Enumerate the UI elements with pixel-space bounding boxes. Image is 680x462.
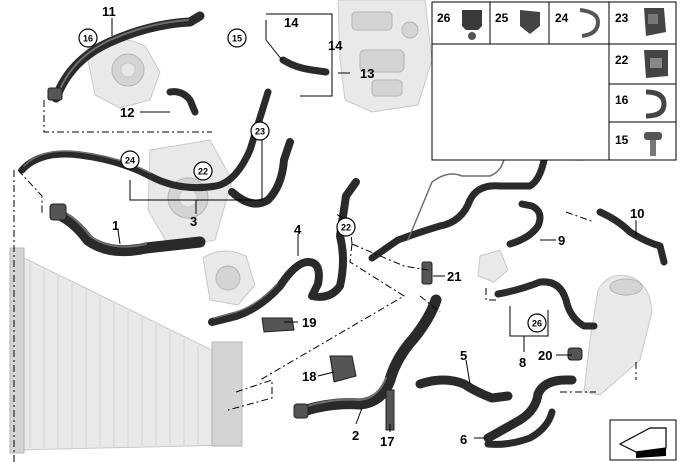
callout-4: 4: [294, 222, 302, 237]
circled-ref-24: 24: [120, 150, 140, 170]
hose-1: [49, 203, 206, 257]
svg-text:22: 22: [341, 223, 351, 233]
clamp-19: [261, 317, 295, 333]
hose-9: [506, 200, 544, 248]
circled-ref-22-middle: 22: [336, 217, 356, 237]
hose-6: [483, 375, 577, 448]
hose-13: [279, 56, 330, 76]
legend-panel: 26 25 24 23 22 16 15: [431, 1, 677, 161]
electric-coolant-pump: [202, 250, 256, 306]
hose-5: [415, 375, 513, 403]
svg-text:22: 22: [615, 53, 629, 67]
legend-item-15: 15: [615, 132, 662, 156]
svg-text:15: 15: [232, 34, 242, 44]
bracket-18: [329, 355, 357, 383]
legend-item-22: 22: [615, 50, 668, 78]
svg-text:25: 25: [495, 11, 509, 25]
hose-12: [166, 88, 199, 116]
callout-9: 9: [558, 233, 565, 248]
callout-3: 3: [190, 214, 197, 229]
svg-text:24: 24: [125, 156, 135, 166]
callout-18: 18: [302, 369, 316, 384]
connector-20: [567, 347, 583, 361]
sensor-21: [421, 261, 433, 285]
svg-text:16: 16: [615, 93, 629, 107]
callout-11: 11: [102, 4, 116, 19]
circled-ref-23: 23: [250, 121, 270, 141]
callout-14a: 14: [284, 15, 299, 30]
svg-text:15: 15: [615, 133, 629, 147]
auxiliary-pump-lower: [477, 249, 509, 283]
hose-11: [47, 11, 205, 103]
hose-4: [208, 178, 360, 326]
thermostat-housing: [147, 139, 233, 249]
callout-21: 21: [447, 269, 461, 284]
circled-ref-16: 16: [78, 28, 98, 48]
callout-19: 19: [302, 315, 316, 330]
svg-text:16: 16: [83, 34, 93, 44]
hose-10: [596, 208, 668, 266]
svg-text:23: 23: [255, 127, 265, 137]
callout-13: 13: [360, 66, 374, 81]
callout-2: 2: [352, 428, 359, 443]
circled-ref-26: 26: [527, 313, 547, 333]
callout-20: 20: [538, 348, 552, 363]
callout-1: 1: [112, 218, 119, 233]
svg-text:26: 26: [532, 319, 542, 329]
page-corner-arrow-icon: [609, 419, 677, 461]
callout-17: 17: [380, 434, 394, 449]
legend-item-23: 23: [615, 8, 666, 36]
circled-ref-15: 15: [227, 28, 247, 48]
svg-text:24: 24: [555, 11, 569, 25]
callout-6: 6: [460, 432, 467, 447]
hose-2: [293, 294, 442, 419]
svg-text:26: 26: [437, 11, 451, 25]
callout-12: 12: [120, 105, 134, 120]
hose-8: [494, 278, 598, 330]
callout-14b: 14: [328, 38, 343, 53]
callout-numbers: 11 12 14 14 13 3 1 4 7 9 10 21 19 8 20 1…: [102, 4, 644, 449]
svg-text:22: 22: [198, 167, 208, 177]
water-pump-housing: [85, 38, 161, 109]
expansion-tank-lower: [583, 274, 653, 396]
circled-ref-22-left: 22: [193, 161, 213, 181]
callout-8: 8: [519, 355, 526, 370]
callout-10: 10: [630, 206, 644, 221]
engine-block: [337, 0, 433, 113]
legend-item-25: 25: [495, 10, 540, 34]
legend-item-26: 26: [437, 10, 482, 40]
bracket-17: [385, 389, 395, 431]
svg-text:23: 23: [615, 11, 629, 25]
callout-5: 5: [460, 348, 467, 363]
legend-item-16: 16: [615, 89, 667, 119]
legend-item-24: 24: [555, 8, 601, 38]
